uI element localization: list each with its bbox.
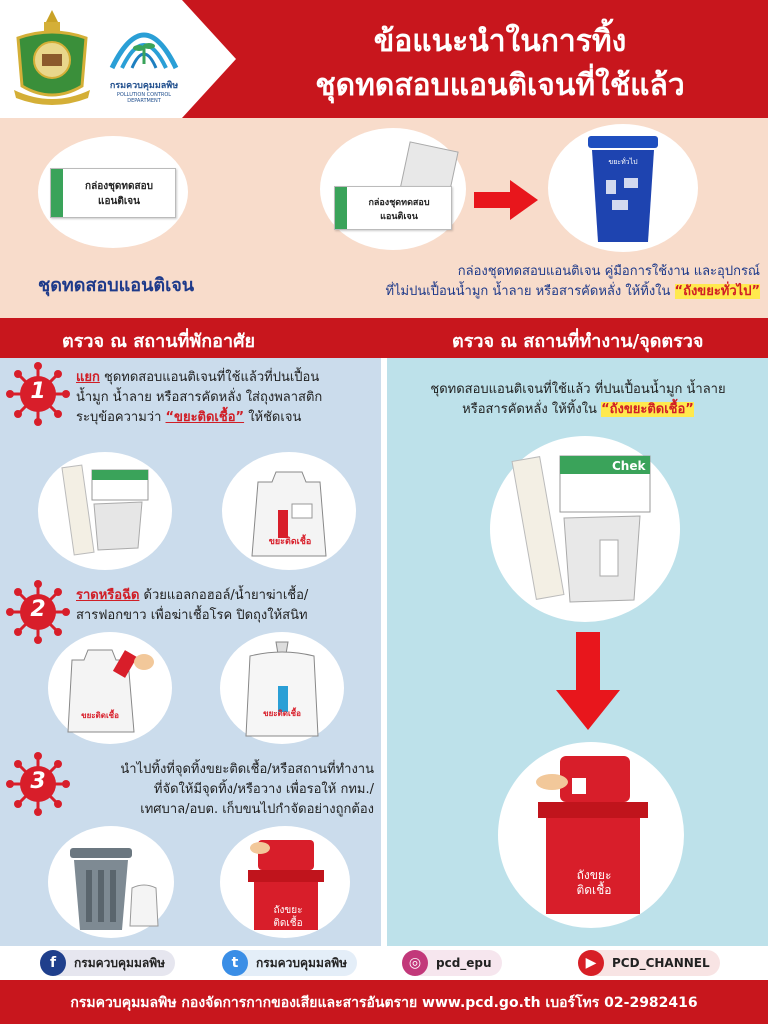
step-1-virus-badge: 1 (6, 362, 70, 426)
kit-brand-label: Chek (612, 459, 646, 473)
step-3-virus-badge: 3 (6, 752, 70, 816)
red-bin-small-circle: ถังขยะ ติดเชื้อ (220, 826, 350, 938)
workplace-instruction: ชุดทดสอบแอนติเจนที่ใช้แล้ว ที่ปนเปื้อนน้… (396, 380, 760, 420)
workplace-heading: ตรวจ ณ สถานที่ทำงาน/จุดตรวจ (452, 331, 704, 352)
step-1-line2: น้ำมูก น้ำลาย หรือสารคัดหลั่ง ใส่ถุงพลาส… (76, 390, 323, 405)
step-2-text: ราดหรือฉีด ด้วยแอลกอฮอล์/น้ำยาฆ่าเชื้อ/ … (76, 586, 376, 626)
grey-trash-can-icon (70, 848, 159, 930)
red-bin-small-icon (248, 840, 324, 930)
blue-bin-label: ขยะทั่วไป (608, 157, 638, 166)
general-instruction-line2-text: ที่ไม่ปนเปื้อนน้ำมูก น้ำลาย หรือสารคัดหล… (385, 284, 671, 299)
step-2-number: 2 (30, 597, 46, 622)
step-2-virus-badge: 2 (6, 580, 70, 644)
step-2-line2: สารฟอกขาว เพื่อฆ่าเชื้อโรค ปิดถุงให้สนิท (76, 608, 308, 623)
arrow-right-icon (474, 180, 538, 220)
used-kit-icon (61, 464, 149, 556)
section-heading-band (0, 318, 768, 358)
pcd-logo: กรมควบคุมมลพิษ POLLUTION CONTROL DEPARTM… (104, 12, 184, 104)
instagram-label: pcd_epu (436, 956, 492, 970)
red-bin-large-label: ถังขยะ ติดเชื้อ (576, 868, 612, 897)
step-1-line1: ชุดทดสอบแอนติเจนที่ใช้แล้วที่ปนเปื้อน (99, 370, 320, 385)
step-2-keyword: ราดหรือฉีด (76, 588, 140, 603)
footer-text: กรมควบคุมมลพิษ กองจัดการกากของเสียและสาร… (70, 995, 698, 1011)
social-facebook[interactable]: f กรมควบคุมมลพิษ (40, 950, 176, 976)
kit-contents-circle: กล่องชุดทดสอบ แอนติเจน (320, 128, 466, 250)
bag-label-3: ขยะติดเชื้อ (263, 707, 301, 718)
blue-bin-icon: ขยะทั่วไป (588, 136, 658, 242)
bagged-kit-circle: ขยะติดเชื้อ (222, 452, 356, 570)
sealed-bag-circle: ขยะติดเชื้อ (220, 632, 344, 744)
home-heading: ตรวจ ณ สถานที่พักอาศัย (62, 331, 256, 352)
youtube-icon: ▶ (578, 950, 604, 976)
step-3-line1: นำไปทิ้งที่จุดทิ้งขยะติดเชื้อ/หรือสถานที… (120, 762, 374, 777)
red-bin-large-icon (536, 756, 648, 914)
sealed-bag-icon: ขยะติดเชื้อ (245, 641, 319, 737)
infectious-bin-highlight: “ถังขยะติดเชื้อ” (601, 402, 694, 417)
facebook-label: กรมควบคุมมลพิษ (74, 955, 166, 970)
general-instruction-line2: ที่ไม่ปนเปื้อนน้ำมูก น้ำลาย หรือสารคัดหล… (270, 282, 760, 302)
twitter-icon: t (222, 950, 248, 976)
used-kit-circle (38, 452, 172, 570)
kit-caption: ชุดทดสอบแอนติเจน (38, 275, 195, 296)
general-bin-instruction: กล่องชุดทดสอบแอนติเจน คู่มือการใช้งาน แล… (270, 262, 760, 302)
page-title-line2: ชุดทดสอบแอนติเจนที่ใช้แล้ว (315, 68, 685, 103)
workplace-line1: ชุดทดสอบแอนติเจนที่ใช้แล้ว ที่ปนเปื้อนน้… (430, 382, 726, 397)
pcd-logo-text: กรมควบคุมมลพิษ (109, 81, 179, 91)
youtube-label: PCD_CHANNEL (612, 956, 710, 970)
step-3-line3: เทศบาล/อบต. เก็บขนไปกำจัดอย่างถูกต้อง (140, 802, 374, 817)
used-kit-large-icon (511, 455, 651, 603)
pcd-logo-icon (109, 32, 179, 70)
plastic-bag-icon: ขยะติดเชื้อ (251, 471, 327, 557)
step-3-number: 3 (30, 769, 46, 794)
pcd-logo-subtext: POLLUTION CONTROL DEPARTMENT (116, 92, 172, 104)
kit-box-circle: กล่องชุดทดสอบ แอนติเจน (38, 136, 188, 248)
facebook-icon: f (40, 950, 66, 976)
instagram-icon: ◎ (402, 950, 428, 976)
bag-label-1: ขยะติดเชื้อ (269, 534, 312, 547)
social-youtube[interactable]: ▶ PCD_CHANNEL (578, 950, 720, 976)
bag-label-2: ขยะติดเชื้อ (81, 709, 119, 720)
box-label: กล่องชุดทดสอบ แอนติเจน (85, 181, 153, 207)
step-1-text: แยก ชุดทดสอบแอนติเจนที่ใช้แล้วที่ปนเปื้อ… (76, 368, 376, 428)
step-3-line2: ที่จัดให้มีจุดทิ้ง/หรือวาง เพื่อรอให้ กท… (153, 782, 374, 797)
step-1-number: 1 (30, 379, 46, 404)
spray-bag-icon: ขยะติดเชื้อ (67, 649, 154, 733)
used-kit-large-circle: Chek (490, 436, 680, 622)
antigen-box-small-image: กล่องชุดทดสอบ แอนติเจน (334, 186, 452, 230)
trash-can-circle (48, 826, 174, 938)
step-1-line3-prefix: ระบุข้อความว่า (76, 410, 166, 425)
arrow-down-icon (556, 632, 620, 730)
social-twitter[interactable]: t กรมควบคุมมลพิษ (222, 950, 358, 976)
spray-bag-circle: ขยะติดเชื้อ (48, 632, 172, 744)
red-bin-large-circle: ถังขยะ ติดเชื้อ (498, 742, 684, 928)
general-instruction-line1: กล่องชุดทดสอบแอนติเจน คู่มือการใช้งาน แล… (457, 264, 760, 279)
page-title-line1: ข้อแนะนำในการทิ้ง (373, 24, 627, 59)
step-1-label-highlight: “ขยะติดเชื้อ” (165, 410, 245, 425)
box-label-small: กล่องชุดทดสอบ แอนติเจน (368, 198, 430, 222)
step-2-line1: ด้วยแอลกอฮอล์/น้ำยาฆ่าเชื้อ/ (139, 588, 309, 603)
red-bin-small-label: ถังขยะ ติดเชื้อ (273, 905, 303, 929)
step-1-line3-suffix: ให้ชัดเจน (244, 410, 302, 425)
general-bin-highlight: “ถังขยะทั่วไป” (674, 284, 760, 299)
step-3-text: นำไปทิ้งที่จุดทิ้งขยะติดเชื้อ/หรือสถานที… (74, 760, 374, 820)
footer-bar (0, 980, 768, 1024)
general-bin-circle: ขยะทั่วไป (548, 124, 698, 252)
workplace-line2-prefix: หรือสารคัดหลั่ง ให้ทิ้งใน (462, 402, 602, 417)
panel-divider (381, 358, 387, 946)
social-instagram[interactable]: ◎ pcd_epu (402, 950, 502, 976)
ministry-seal-logo (8, 8, 96, 108)
twitter-label: กรมควบคุมมลพิษ (256, 955, 348, 970)
antigen-box-image: กล่องชุดทดสอบ แอนติเจน (50, 168, 176, 218)
step-1-keyword: แยก (76, 370, 100, 385)
